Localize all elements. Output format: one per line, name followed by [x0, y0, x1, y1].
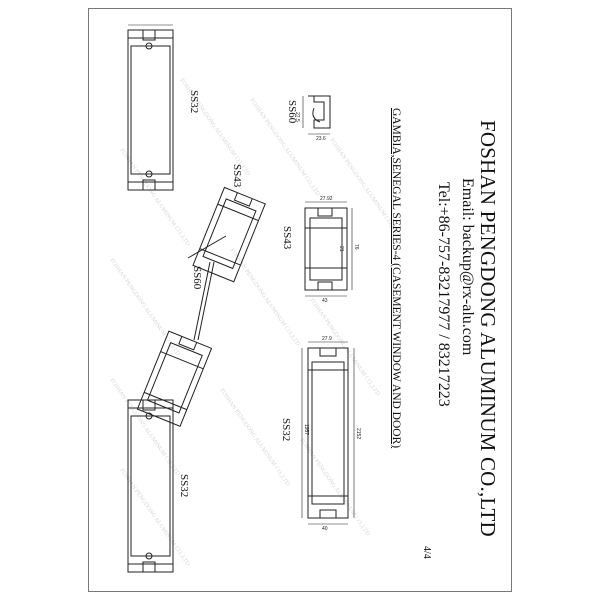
dim-ss32-top: 27.9: [322, 336, 332, 342]
label-ss32-top: SS32: [188, 90, 200, 114]
series-title: GAMBIA,SENEGAL SERIES-4 (CASEMENT WINDOW…: [390, 108, 402, 449]
dim-ss32-h2: 2152: [355, 428, 361, 439]
ss32-bottom-profile: [127, 399, 174, 573]
watermark-text: FOSHAN PENGDONG ALUMINUM CO.,LTD: [108, 258, 181, 358]
ss32-top-profile: [127, 24, 174, 191]
watermark-text: FOSHAN PENGDONG ALUMINUM CO.,LTD: [248, 98, 321, 198]
dim-ss43-width: 43: [322, 298, 328, 304]
company-name: FOSHAN PENGDONG ALUMINUM CO.,LTD: [476, 120, 500, 537]
page-number: 4/4: [421, 546, 432, 559]
dim-ss32-h1: 1957: [303, 424, 309, 435]
watermark-text: FOSHAN PENGDONG ALUMINUM CO.,LTD: [228, 248, 301, 348]
label-ss60-right: SS60: [286, 100, 298, 124]
label-ss43-left: SS43: [231, 164, 243, 188]
ss60-profile: [302, 95, 331, 135]
tel-text: Tel:+86-757-83217977 / 83217223: [435, 182, 452, 407]
dim-ss32-width: 40: [322, 526, 328, 532]
ss43-lower-profile: [136, 330, 213, 427]
ss43-left-profile: [192, 186, 266, 283]
label-ss32-bottom: SS32: [178, 474, 190, 498]
dim-ss60-width: 27.5: [294, 112, 300, 122]
label-ss43-right: SS43: [281, 226, 293, 250]
watermark: FOSHAN PENGDONG ALUMINUM CO.,LTD FOSHAN …: [108, 78, 401, 568]
dim-ss43-height: 76: [353, 244, 359, 250]
watermark-text: FOSHAN PENGDONG ALUMINUM CO.,LTD: [298, 438, 371, 538]
label-ss32-right: SS32: [280, 418, 292, 442]
dim-ss43-inner: 21: [338, 246, 344, 252]
ss43-right-profile: [304, 201, 353, 297]
dim-ss60-height: 23.6: [316, 136, 326, 142]
watermark-text: FOSHAN PENGDONG ALUMINUM CO.,LTD: [118, 148, 191, 248]
ss32-right-profile: [301, 341, 355, 525]
drawing-sheet: [88, 8, 512, 592]
ss60-link-bar: [187, 235, 227, 341]
dimension-labels: 27.5 23.6 27.92 76 43 21 27.9 1957 2152 …: [294, 112, 361, 532]
label-ss60-left: SS60: [191, 266, 203, 290]
email-text: Email: backup@rx-alu.com: [459, 178, 476, 356]
dim-ss43-top: 27.92: [320, 196, 333, 202]
